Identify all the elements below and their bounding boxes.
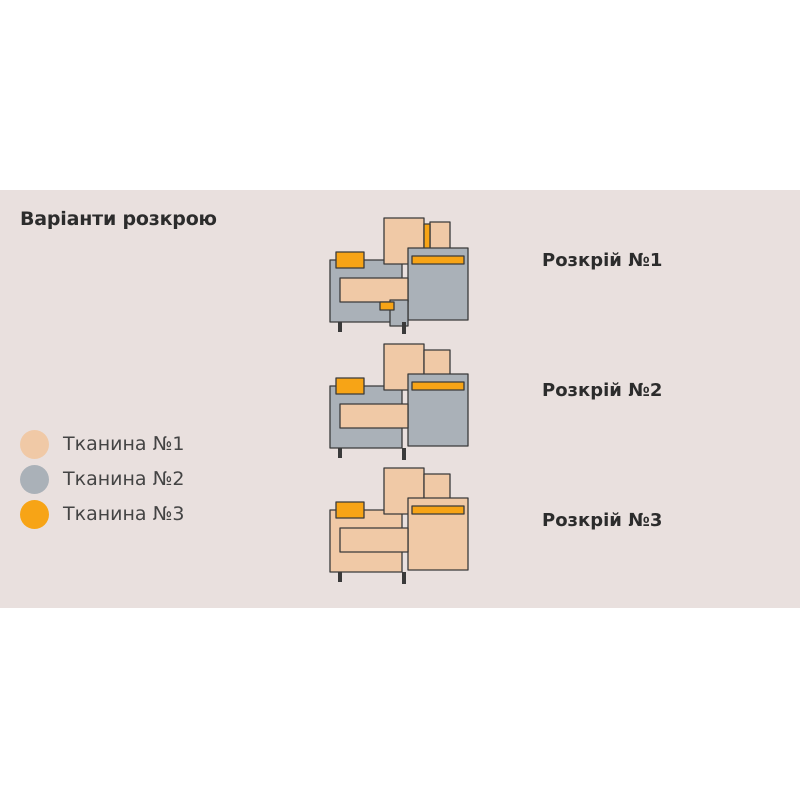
variant-label-1: Розкрій №1 [542, 250, 663, 271]
fabric-3-swatch-icon [20, 500, 49, 529]
legend-label: Тканина №2 [63, 468, 185, 490]
armchair-cut-2-icon [329, 343, 469, 460]
fabric-2-swatch-icon [20, 465, 49, 494]
fabric-1-swatch-icon [20, 430, 49, 459]
legend-label: Тканина №3 [63, 503, 185, 525]
armchair-cut-3-icon [329, 467, 469, 584]
legend-label: Тканина №1 [63, 433, 185, 455]
armchair-cut-1-icon [329, 217, 469, 334]
variant-label-3: Розкрій №3 [542, 510, 663, 531]
variant-label-2: Розкрій №2 [542, 380, 663, 401]
cutting-options-panel: Варіанти розкрою Розкрій №1 [0, 190, 800, 608]
section-title: Варіанти розкрою [20, 208, 217, 230]
